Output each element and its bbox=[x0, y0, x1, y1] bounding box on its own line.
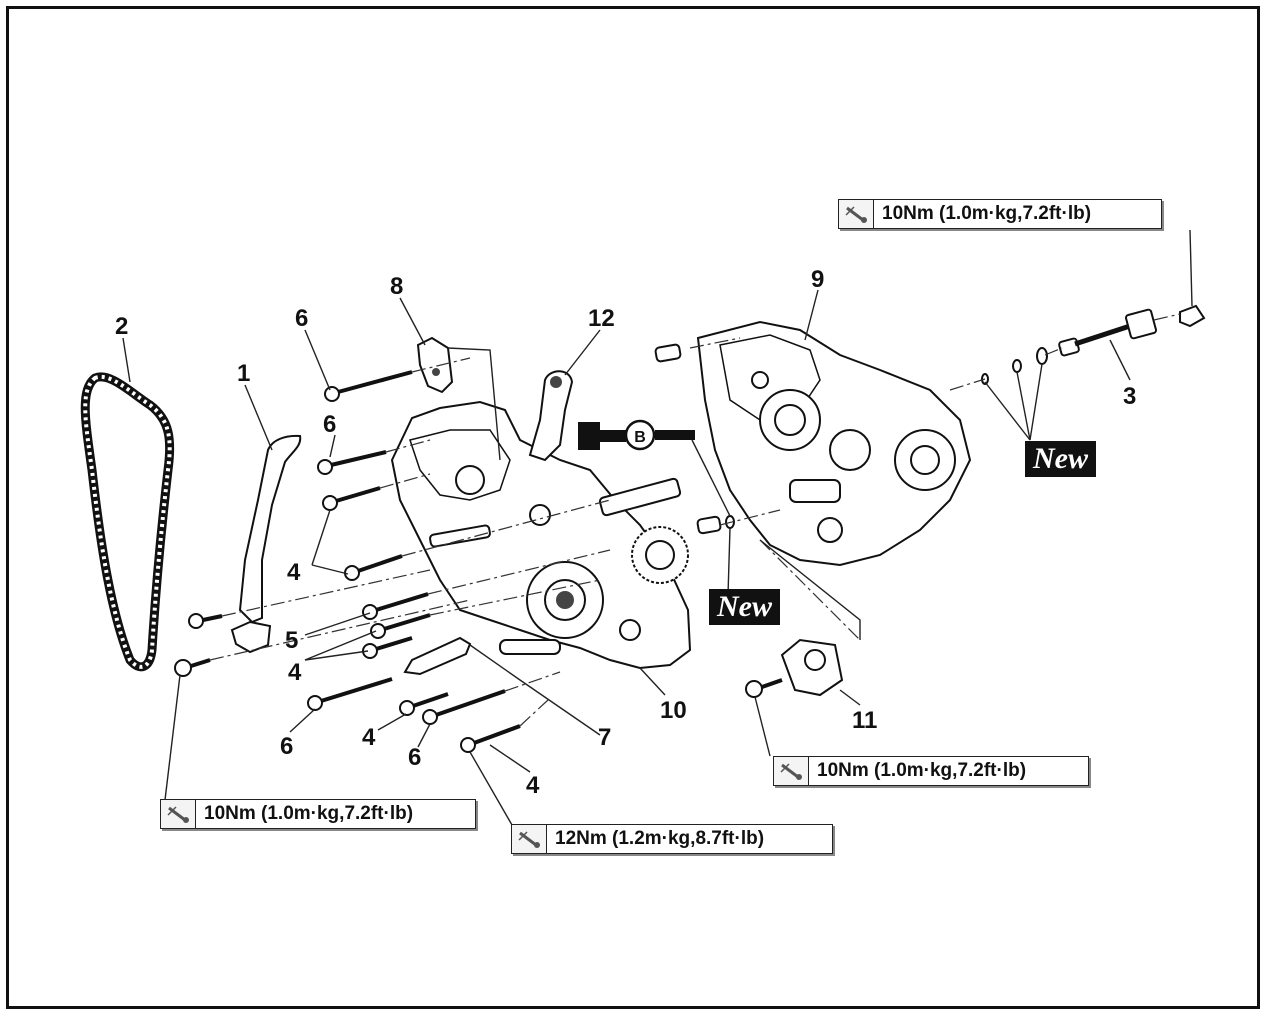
dowel-pin-lower bbox=[696, 515, 722, 535]
label-6-mid: 6 bbox=[323, 411, 336, 438]
guide-bolt-upper bbox=[188, 613, 223, 629]
leader-lines bbox=[122, 229, 1193, 826]
crankcase-bolts bbox=[307, 370, 521, 753]
bolt-4-d bbox=[362, 636, 413, 659]
assembly-lines bbox=[209, 313, 1181, 727]
label-4-a: 4 bbox=[287, 559, 301, 586]
bolt-5 bbox=[362, 592, 429, 620]
tensioner-cap-bolt bbox=[1179, 304, 1206, 328]
torque-value: 10Nm (1.0m·kg,7.2ft·lb) bbox=[204, 803, 414, 824]
sensor-unit bbox=[780, 638, 844, 697]
chain-tensioner bbox=[1058, 308, 1157, 357]
bolt-4-e bbox=[399, 692, 449, 716]
grease-gun-icon: B bbox=[578, 419, 695, 451]
bolt-6-bottom bbox=[422, 689, 506, 725]
dowel-pin-upper bbox=[654, 343, 682, 363]
label-9: 9 bbox=[811, 266, 824, 293]
torque-value: 10Nm (1.0m·kg,7.2ft·lb) bbox=[882, 203, 1092, 224]
label-6-upper: 6 bbox=[295, 305, 308, 332]
label-5: 5 bbox=[285, 627, 298, 654]
torque-spec-bottom-center: 12Nm (1.2m·kg,8.7ft·lb) bbox=[511, 824, 833, 854]
bolt-6-upper bbox=[324, 370, 413, 402]
label-2: 2 bbox=[115, 313, 128, 340]
label-3: 3 bbox=[1123, 383, 1136, 410]
label-4-d: 4 bbox=[526, 772, 540, 799]
label-12: 12 bbox=[588, 305, 615, 332]
chain-guide bbox=[230, 434, 302, 654]
torque-value: 10Nm (1.0m·kg,7.2ft·lb) bbox=[817, 760, 1027, 781]
torque-wrench-icon bbox=[774, 757, 809, 785]
plate-guide bbox=[403, 636, 472, 676]
o-rings-right bbox=[981, 347, 1048, 385]
torque-value: 12Nm (1.2m·kg,8.7ft·lb) bbox=[555, 828, 765, 849]
label-4-c: 4 bbox=[362, 724, 376, 751]
bolt-6-lower bbox=[307, 677, 393, 711]
diagram-frame bbox=[6, 6, 1260, 1009]
bolt-6-mid bbox=[317, 450, 387, 475]
torque-wrench-icon bbox=[512, 825, 547, 853]
label-11: 11 bbox=[852, 707, 877, 734]
lubricant-badge: B bbox=[634, 429, 646, 446]
torque-wrench-icon bbox=[161, 800, 196, 828]
label-6-bottom: 6 bbox=[408, 744, 421, 771]
new-badge-center: New bbox=[709, 589, 780, 625]
bracket bbox=[416, 336, 454, 394]
label-1: 1 bbox=[237, 360, 250, 387]
new-badge-right: New bbox=[1025, 441, 1096, 477]
sensor-bolt bbox=[745, 678, 783, 698]
crankcase-right bbox=[696, 320, 972, 567]
torque-spec-middle-right: 10Nm (1.0m·kg,7.2ft·lb) bbox=[773, 756, 1089, 786]
torque-spec-top-right: 10Nm (1.0m·kg,7.2ft·lb) bbox=[838, 199, 1162, 229]
bolt-4-a bbox=[322, 486, 381, 511]
label-10: 10 bbox=[660, 697, 687, 724]
label-8: 8 bbox=[390, 273, 403, 300]
crankcase-left bbox=[390, 400, 692, 670]
torque-spec-bottom-left: 10Nm (1.0m·kg,7.2ft·lb) bbox=[160, 799, 476, 829]
bolt-4-bottom bbox=[460, 724, 521, 753]
bolt-4-c bbox=[370, 613, 431, 639]
kick-arm bbox=[528, 370, 574, 462]
label-7: 7 bbox=[598, 724, 611, 751]
label-6-lower: 6 bbox=[280, 733, 293, 760]
label-4-b: 4 bbox=[288, 659, 302, 686]
timing-chain bbox=[80, 372, 175, 672]
bolt-4-b bbox=[344, 554, 403, 581]
guide-bolt-lower bbox=[174, 658, 211, 677]
torque-wrench-icon bbox=[839, 200, 874, 228]
